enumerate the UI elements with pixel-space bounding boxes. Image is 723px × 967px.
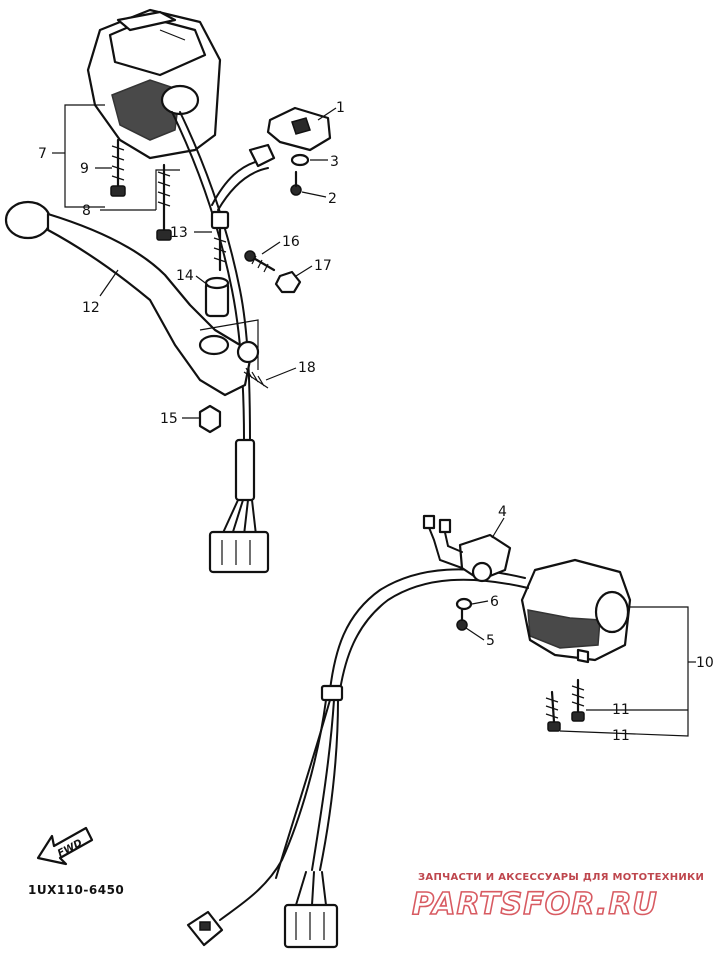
fwd-direction-arrow: FWD: [36, 826, 94, 866]
spring-18: [243, 367, 269, 389]
left-connector: [208, 438, 270, 574]
callout-6: 6: [490, 594, 499, 610]
screw-2: [290, 170, 302, 196]
pivot-bolt-13: [210, 210, 230, 272]
callout-16: 16: [282, 234, 300, 250]
screw-8: [156, 163, 172, 241]
clutch-lever: [4, 200, 260, 397]
switch-4: [422, 514, 512, 583]
callout-1: 1: [336, 100, 345, 116]
left-handlebar-switch: [86, 8, 222, 160]
callout-15: 15: [160, 411, 178, 427]
leader-lines: [52, 104, 696, 737]
callout-12: 12: [82, 300, 100, 316]
callout-14: 14: [176, 268, 194, 284]
watermark: ЗАПЧАСТИ И АКСЕССУАРЫ ДЛЯ МОТОТЕХНИКИ PA…: [411, 872, 704, 923]
callout-labels: 1 2 3 4 5 6 7 8 9 10 11 11 12 13 14 15 1…: [38, 100, 714, 744]
callout-5: 5: [486, 633, 495, 649]
nut-17: [274, 270, 302, 294]
callout-9: 9: [80, 161, 89, 177]
switch-1: [266, 106, 332, 152]
screw-5: [456, 608, 468, 631]
diagram-code: 1UX110-6450: [28, 883, 124, 897]
callout-2: 2: [328, 191, 337, 207]
callout-7: 7: [38, 146, 47, 162]
right-switch-cable: [219, 568, 529, 921]
right-handlebar-switch: [520, 558, 632, 664]
callout-3: 3: [330, 154, 339, 170]
collar-14: [204, 276, 230, 318]
callout-11-lower: 11: [612, 728, 630, 744]
nut-15: [198, 404, 222, 434]
callout-10: 10: [696, 655, 714, 671]
watermark-tagline: ЗАПЧАСТИ И АКСЕССУАРЫ ДЛЯ МОТОТЕХНИКИ: [418, 872, 704, 883]
screw-16: [244, 250, 276, 273]
callout-17: 17: [314, 258, 332, 274]
screw-9: [110, 138, 126, 197]
screw-11-lower: [545, 690, 561, 732]
washer-3: [290, 153, 310, 167]
washer-6: [455, 597, 473, 611]
callout-11-upper: 11: [612, 702, 630, 718]
right-connector-large: [283, 871, 339, 949]
callout-8: 8: [82, 203, 91, 219]
screw-11-upper: [571, 678, 585, 722]
right-connector-small: [186, 910, 224, 947]
watermark-brand: PARTSFOR.RU: [412, 887, 658, 922]
callout-4: 4: [498, 504, 507, 520]
callout-18: 18: [298, 360, 316, 376]
callout-13: 13: [170, 225, 188, 241]
